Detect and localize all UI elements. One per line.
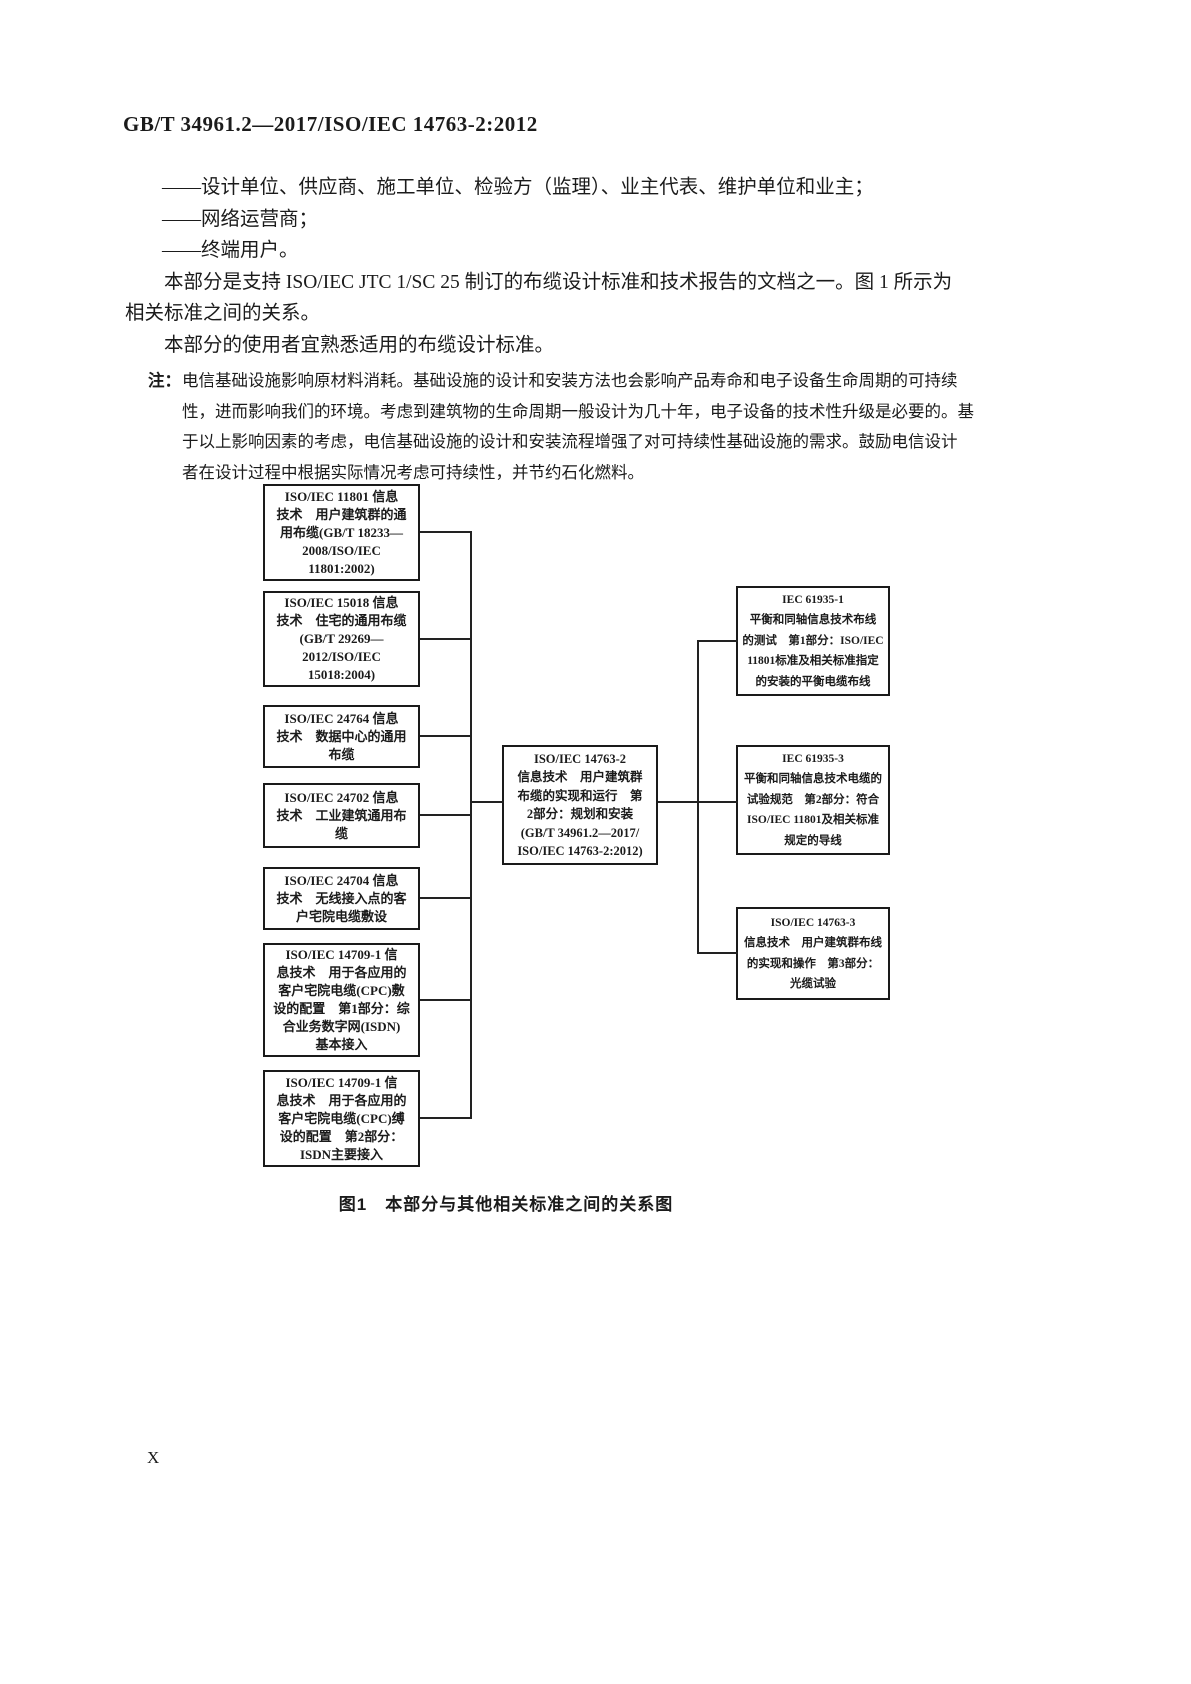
box-iso-iec-15018: ISO/IEC 15018 信息 技术 住宅的通用布缆 (GB/T 29269—… [263,591,420,687]
box-iso-iec-24702: ISO/IEC 24702 信息 技术 工业建筑通用布 缆 [263,783,420,848]
box-iso-iec-14709-1-part2: ISO/IEC 14709-1 信 息技术 用于各应用的 客户宅院电缆(CPC)… [263,1070,420,1167]
connector-line-l7 [420,1117,472,1119]
bullet-item-stakeholders: ——设计单位、供应商、施工单位、检验方（监理）、业主代表、维护单位和业主； [162,177,874,198]
page-number: X [147,1448,160,1467]
connector-line-l5 [420,897,472,899]
box-iso-iec-24704: ISO/IEC 24704 信息 技术 无线接入点的客 户宅院电缆敷设 [263,867,420,930]
box-iec-61935-3: IEC 61935-3 平衡和同轴信息技术电缆的 试验规范 第2部分：符合 IS… [736,745,890,855]
connector-line-l4 [420,814,472,816]
box-iec-61935-1: IEC 61935-1 平衡和同轴信息技术布线 的测试 第1部分：ISO/IEC… [736,586,890,696]
box-iso-iec-14709-1-part1: ISO/IEC 14709-1 信 息技术 用于各应用的 客户宅院电缆(CPC)… [263,943,420,1057]
connector-right-bus [697,640,699,954]
note-label: 注： [148,371,181,390]
connector-line-l2 [420,638,472,640]
bullet-item-network-operators: ——网络运营商； [162,208,319,230]
connector-line-l1 [420,531,472,533]
box-iso-iec-11801: ISO/IEC 11801 信息 技术 用户建筑群的通 用布缆(GB/T 182… [263,484,420,581]
connector-left-bus [470,531,472,1119]
paragraph-support: 本部分是支持 ISO/IEC JTC 1/SC 25 制订的布缆设计标准和技术报… [125,271,953,325]
connector-line-l3 [420,735,472,737]
connector-line-r1 [697,640,738,642]
body-text-block: ——设计单位、供应商、施工单位、检验方（监理）、业主代表、维护单位和业主； ——… [125,172,1070,488]
connector-line-r3 [697,952,738,954]
note-block: 注： 电信基础设施影响原材料消耗。基础设施的设计和安装方法也会影响产品寿命和电子… [148,366,1070,488]
box-iso-iec-14763-3: ISO/IEC 14763-3 信息技术 用户建筑群布线 的实现和操作 第3部分… [736,907,890,1000]
connector-line-center-in [470,801,504,803]
box-iso-iec-24764: ISO/IEC 24764 信息 技术 数据中心的通用 布缆 [263,705,420,768]
figure-caption: 图1 本部分与其他相关标准之间的关系图 [338,1195,674,1214]
box-iso-iec-14763-2: ISO/IEC 14763-2 信息技术 用户建筑群 布缆的实现和运行 第 2部… [502,745,658,865]
note-text: 电信基础设施影响原材料消耗。基础设施的设计和安装方法也会影响产品寿命和电子设备生… [182,371,974,482]
bullet-item-end-users: ——终端用户。 [162,240,299,261]
connector-line-l6 [420,999,472,1001]
standard-number-header: GB/T 34961.2—2017/ISO/IEC 14763-2:2012 [123,112,538,136]
paragraph-users: 本部分的使用者宜熟悉适用的布缆设计标准。 [125,334,555,356]
